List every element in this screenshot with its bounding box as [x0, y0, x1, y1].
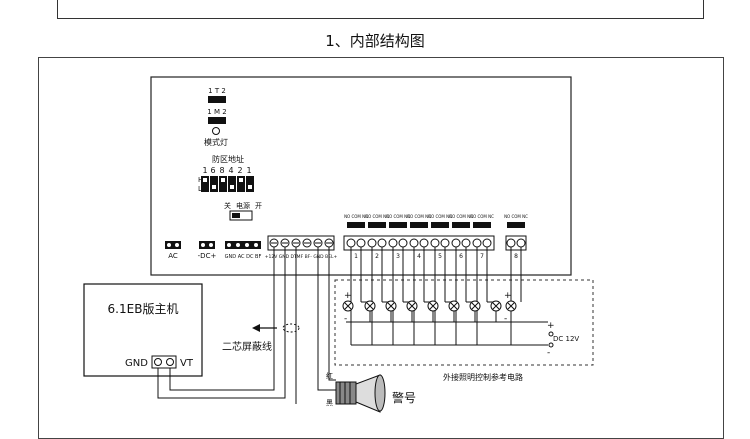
relay-header: NO COM NC [504, 214, 528, 219]
host-terminal [151, 355, 177, 369]
lighting-minus-left: - [344, 314, 347, 324]
dip-number: 1 [202, 166, 207, 175]
top-frame [57, 0, 704, 19]
lamp-icons [342, 300, 517, 312]
relay-headers: NO COM NC NO COM NC NO COM NC NO COM NC … [344, 214, 528, 219]
dip-number: 6 [210, 166, 215, 175]
host-title: 6.1EB版主机 [108, 302, 179, 316]
relay-number: 5 [438, 253, 442, 260]
jumper-1t2 [208, 96, 226, 103]
siren-icon [335, 374, 386, 413]
host-gnd-label: GND [125, 358, 148, 369]
terminal-dc [199, 241, 215, 249]
relay-number: 6 [459, 253, 463, 260]
lighting-plus-right: + [504, 291, 512, 301]
power-on-label: 开 [255, 202, 262, 210]
relay-numbers: 1 2 3 4 5 6 7 8 [354, 253, 518, 260]
jumper-1m2 [208, 117, 226, 124]
zone-address-label: 防区地址 [212, 154, 244, 164]
dc-12v-label: DC 12V [553, 335, 579, 343]
relay-header: NO COM NC [365, 214, 389, 219]
relay-header: NO COM NC [344, 214, 368, 219]
jumper-1t2-label: 1 T 2 [208, 87, 226, 95]
relay-number: 2 [375, 253, 379, 260]
jumper-1m2-label: 1 M 2 [207, 108, 226, 116]
siren-label: 警号 [392, 390, 416, 405]
power-off-label: 关 [224, 201, 231, 210]
lighting-plus-left: + [344, 291, 352, 301]
arrow-left-icon [252, 324, 277, 332]
dip-number: 4 [228, 166, 233, 175]
relay-header: NO COM NC [407, 214, 431, 219]
relay-number: 4 [417, 253, 421, 260]
relay-header: NO COM NC [386, 214, 410, 219]
terminal-gnd-ac-dc-bf-label: GND AC DC BF [225, 254, 262, 260]
relay-terminal-block [343, 235, 527, 251]
relay-number: 3 [396, 253, 400, 260]
mode-led-icon [212, 127, 220, 135]
relay-jumpers [347, 222, 525, 228]
dc-plus: + [547, 321, 555, 331]
lighting-caption: 外接照明控制参考电路 [443, 372, 523, 382]
host-vt-label: VT [180, 358, 194, 369]
wiring-diagram: 1 T 2 1 M 2 模式灯 防区地址 1 6 8 4 2 1 H L 关 电… [83, 76, 594, 413]
cable-label: 二芯屏蔽线 [222, 340, 272, 353]
host-box [83, 283, 203, 377]
lighting-circuit-box [334, 279, 594, 366]
dip-number: 1 [246, 166, 251, 175]
terminal-ac-label: AC [168, 252, 178, 260]
terminal-gnd-ac-dc-bf [225, 241, 261, 249]
main-terminal-block [267, 235, 335, 251]
relay-header: NO COM NC [470, 214, 494, 219]
lighting-minus-right: - [504, 314, 507, 324]
terminal-ac [165, 241, 181, 249]
siren-red-label: 红 [326, 371, 333, 380]
dc-minus: - [547, 348, 550, 358]
dip-number: 2 [237, 166, 242, 175]
power-switch-label: 电源 [236, 201, 250, 210]
relay-wires [346, 247, 548, 346]
main-terminals-label: +12V GND DTMF BF- GND BEL+ [265, 254, 338, 260]
dip-number: 8 [219, 166, 224, 175]
relay-number: 8 [514, 253, 518, 260]
relay-header: NO COM NC [449, 214, 473, 219]
dip-l-label: L [198, 185, 202, 193]
relay-header: NO COM NC [428, 214, 452, 219]
dip-numbers: 1 6 8 4 2 1 [202, 166, 251, 175]
mode-light-label: 模式灯 [204, 137, 228, 147]
siren-black-label: 黑 [326, 399, 333, 407]
relay-number: 1 [354, 253, 358, 260]
terminal-dc-label: -DC+ [198, 252, 217, 260]
section-title: 1、内部结构图 [325, 32, 425, 50]
power-switch [229, 210, 253, 221]
cable-wires [157, 247, 336, 404]
dip-h-label: H [198, 176, 203, 184]
relay-number: 7 [480, 253, 484, 260]
dip-switch-block [201, 176, 254, 192]
